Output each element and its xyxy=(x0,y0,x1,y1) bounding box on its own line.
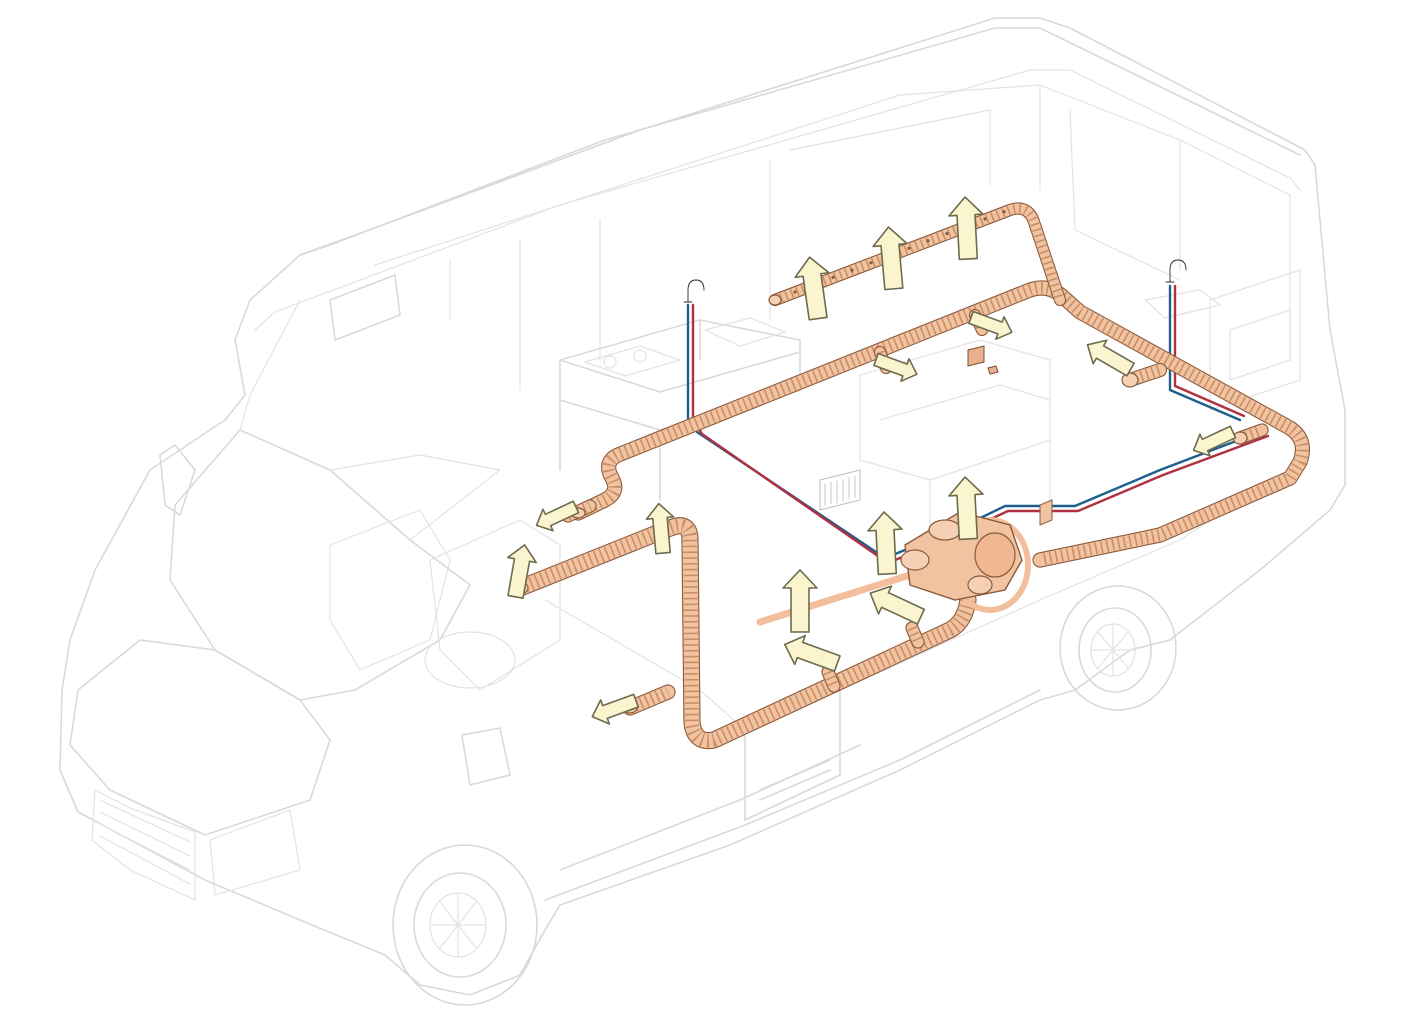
cab-side-window xyxy=(429,519,561,691)
door-mirror xyxy=(461,727,511,786)
duct-outlet xyxy=(1121,372,1139,388)
hob-burner xyxy=(603,355,617,369)
upward-arrow-icon xyxy=(783,634,841,672)
heater-connector xyxy=(967,575,993,595)
faucet-icon xyxy=(683,279,705,303)
duct-ribbing xyxy=(517,518,975,748)
rear-cabinet xyxy=(1209,269,1301,411)
upward-arrow-icon xyxy=(535,500,580,532)
upward-arrow-icon xyxy=(968,310,1013,340)
roof-edge xyxy=(254,69,1301,331)
hot-air-duct xyxy=(570,280,1310,568)
washroom-basin xyxy=(1144,289,1221,319)
rear-wheel xyxy=(1059,585,1177,711)
duct-vent-hole xyxy=(1002,210,1006,214)
vehicle-outline xyxy=(59,17,1346,1006)
duct-vent-hole xyxy=(926,239,930,243)
upward-arrow-icon xyxy=(948,196,984,261)
heater-exhaust xyxy=(756,571,914,626)
upward-arrow-icon xyxy=(872,226,908,291)
heater-bracket xyxy=(1039,499,1053,526)
hob-burner xyxy=(633,349,647,363)
duct-vent-hole xyxy=(983,217,987,221)
upward-arrow-icon xyxy=(869,585,926,625)
windscreen xyxy=(169,429,471,701)
upward-arrow-icon xyxy=(867,511,903,576)
upward-arrow-icon xyxy=(506,544,538,599)
steering-wheel xyxy=(424,631,516,689)
control-panel-icon xyxy=(967,345,999,375)
duct-ribbing xyxy=(1238,425,1264,443)
dinette xyxy=(859,339,1051,561)
body-outline xyxy=(59,17,1346,996)
hot-air-duct xyxy=(821,665,841,693)
heater-fan xyxy=(974,532,1016,578)
hob xyxy=(584,345,681,377)
duct-ribbing xyxy=(773,204,1065,305)
cab-seat xyxy=(329,509,451,671)
cold-water-pipe xyxy=(1168,284,1242,422)
duct-body xyxy=(571,281,1309,567)
duct-vent-hole xyxy=(945,232,949,236)
upward-arrow-icon xyxy=(948,476,984,541)
overcab-window xyxy=(329,274,401,341)
faucet-icon xyxy=(1165,259,1187,283)
cab-pillar xyxy=(239,299,501,541)
duct-vent-hole xyxy=(831,275,835,279)
bonnet xyxy=(69,639,331,836)
upward-arrow-icon xyxy=(645,502,675,555)
duct-vent-hole xyxy=(850,268,854,272)
side-mirror xyxy=(159,444,196,516)
hot-air-duct xyxy=(768,202,1067,307)
airflow-arrows xyxy=(506,196,1237,725)
hot-air-duct xyxy=(511,517,977,750)
front-wheel xyxy=(392,844,538,1006)
upward-arrow-icon xyxy=(782,569,818,633)
duct-ribbing xyxy=(907,626,923,644)
duct-outlet xyxy=(768,294,782,306)
headlight xyxy=(209,809,301,896)
upward-arrow-icon xyxy=(1192,425,1237,457)
side-skirt xyxy=(544,689,1041,901)
upward-arrow-icon xyxy=(794,256,830,321)
hot-water-pipe xyxy=(1173,284,1246,418)
duct-vent-hole xyxy=(869,261,873,265)
vent-grille-icon xyxy=(819,469,861,511)
sink-basin xyxy=(704,317,786,347)
upward-arrow-icon xyxy=(873,352,918,382)
interior-walls xyxy=(374,84,1291,391)
heater-outlet xyxy=(928,519,962,541)
duct-vent-hole xyxy=(793,290,797,294)
hot-air-ducts xyxy=(511,202,1310,750)
grille xyxy=(91,789,196,901)
roof-line xyxy=(299,27,1301,256)
upward-arrow-icon xyxy=(1086,339,1135,377)
kitchen-counter xyxy=(559,319,801,501)
duct-ribbing xyxy=(823,670,839,688)
hot-air-duct xyxy=(905,621,925,649)
heater-outlet xyxy=(900,549,930,571)
upward-arrow-icon xyxy=(591,693,640,725)
duct-vent-hole xyxy=(907,246,911,250)
